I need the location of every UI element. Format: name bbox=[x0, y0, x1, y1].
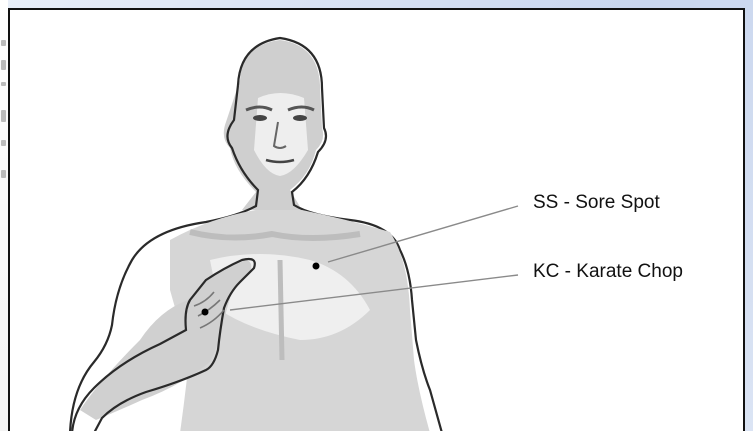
left-edge-strip bbox=[0, 0, 8, 431]
callout-sore-spot: SS - Sore Spot bbox=[533, 192, 660, 214]
eye-right bbox=[293, 115, 307, 121]
point-ss bbox=[313, 263, 320, 270]
eye-left bbox=[253, 115, 267, 121]
pec-line bbox=[280, 260, 282, 360]
callout-karate-chop: KC - Karate Chop bbox=[533, 261, 683, 283]
body-illustration bbox=[10, 10, 745, 431]
point-kc bbox=[202, 309, 209, 316]
diagram-frame: SS - Sore Spot KC - Karate Chop bbox=[8, 8, 745, 431]
